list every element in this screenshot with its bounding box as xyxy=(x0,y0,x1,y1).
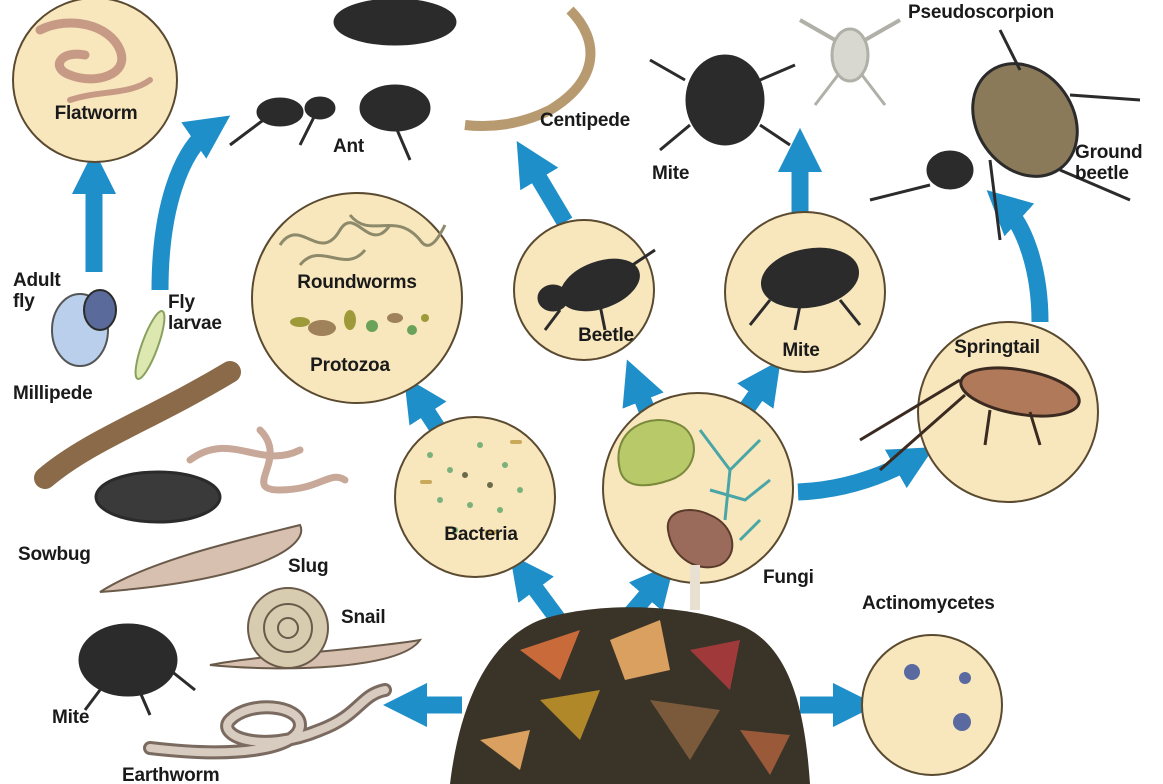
arrow-larvae-to-ant xyxy=(160,128,212,290)
label-actinomycetes: Actinomycetes xyxy=(862,593,995,614)
sowbug-art xyxy=(96,472,220,522)
label-fungi: Fungi xyxy=(763,567,814,588)
rove-beetle-art xyxy=(335,0,455,44)
label-roundworms: Roundworms xyxy=(297,272,416,293)
arrow-detritus-to-bacteria xyxy=(523,572,560,622)
label-fly-larvae-line2: larvae xyxy=(168,313,222,334)
label-flatworm: Flatworm xyxy=(55,103,138,124)
mite-top-art xyxy=(687,56,763,144)
label-fly-larvae: Fly larvae xyxy=(168,292,222,334)
label-adult-fly-line1: Adult xyxy=(13,270,61,291)
arrow-beetle-to-centipede xyxy=(528,160,565,222)
pseudoscorpion-art xyxy=(800,20,900,105)
label-millipede: Millipede xyxy=(13,383,93,404)
arrow-springtail-to-ground-beetle xyxy=(1003,205,1040,322)
detritus-pile xyxy=(450,607,810,784)
label-fly-larvae-line1: Fly xyxy=(168,292,222,313)
adult-fly-art xyxy=(52,290,116,366)
label-slug: Slug xyxy=(288,556,328,577)
label-bacteria: Bacteria xyxy=(444,524,517,545)
label-mite-top: Mite xyxy=(652,163,689,184)
label-protozoa: Protozoa xyxy=(310,355,390,376)
actinomycetes-circle xyxy=(862,635,1002,775)
label-adult-fly-line2: fly xyxy=(13,291,61,312)
label-sowbug: Sowbug xyxy=(18,544,91,565)
label-mite-bottom: Mite xyxy=(52,707,89,728)
slug-art xyxy=(100,525,301,592)
label-ant: Ant xyxy=(333,136,364,157)
label-earthworm: Earthworm xyxy=(122,765,219,784)
arrow-fungi-to-springtail xyxy=(798,458,915,492)
bacteria-circle xyxy=(395,417,555,577)
label-ground-beetle-line2: beetle xyxy=(1075,163,1142,184)
label-beetle: Beetle xyxy=(578,325,634,346)
snail-art xyxy=(210,588,420,668)
centipede-art xyxy=(465,10,590,126)
label-mite-mid: Mite xyxy=(782,340,819,361)
mite-bottom-art xyxy=(80,625,195,715)
label-ground-beetle-line1: Ground xyxy=(1075,142,1142,163)
ant-art xyxy=(258,99,302,125)
label-snail: Snail xyxy=(341,607,385,628)
fly-larvae-art xyxy=(130,308,170,381)
label-ground-beetle: Ground beetle xyxy=(1075,142,1142,184)
label-adult-fly: Adult fly xyxy=(13,270,61,312)
label-centipede: Centipede xyxy=(540,110,630,131)
worm-cluster-art xyxy=(190,430,345,490)
label-springtail: Springtail xyxy=(954,337,1040,358)
label-pseudoscorpion: Pseudoscorpion xyxy=(908,2,1054,23)
